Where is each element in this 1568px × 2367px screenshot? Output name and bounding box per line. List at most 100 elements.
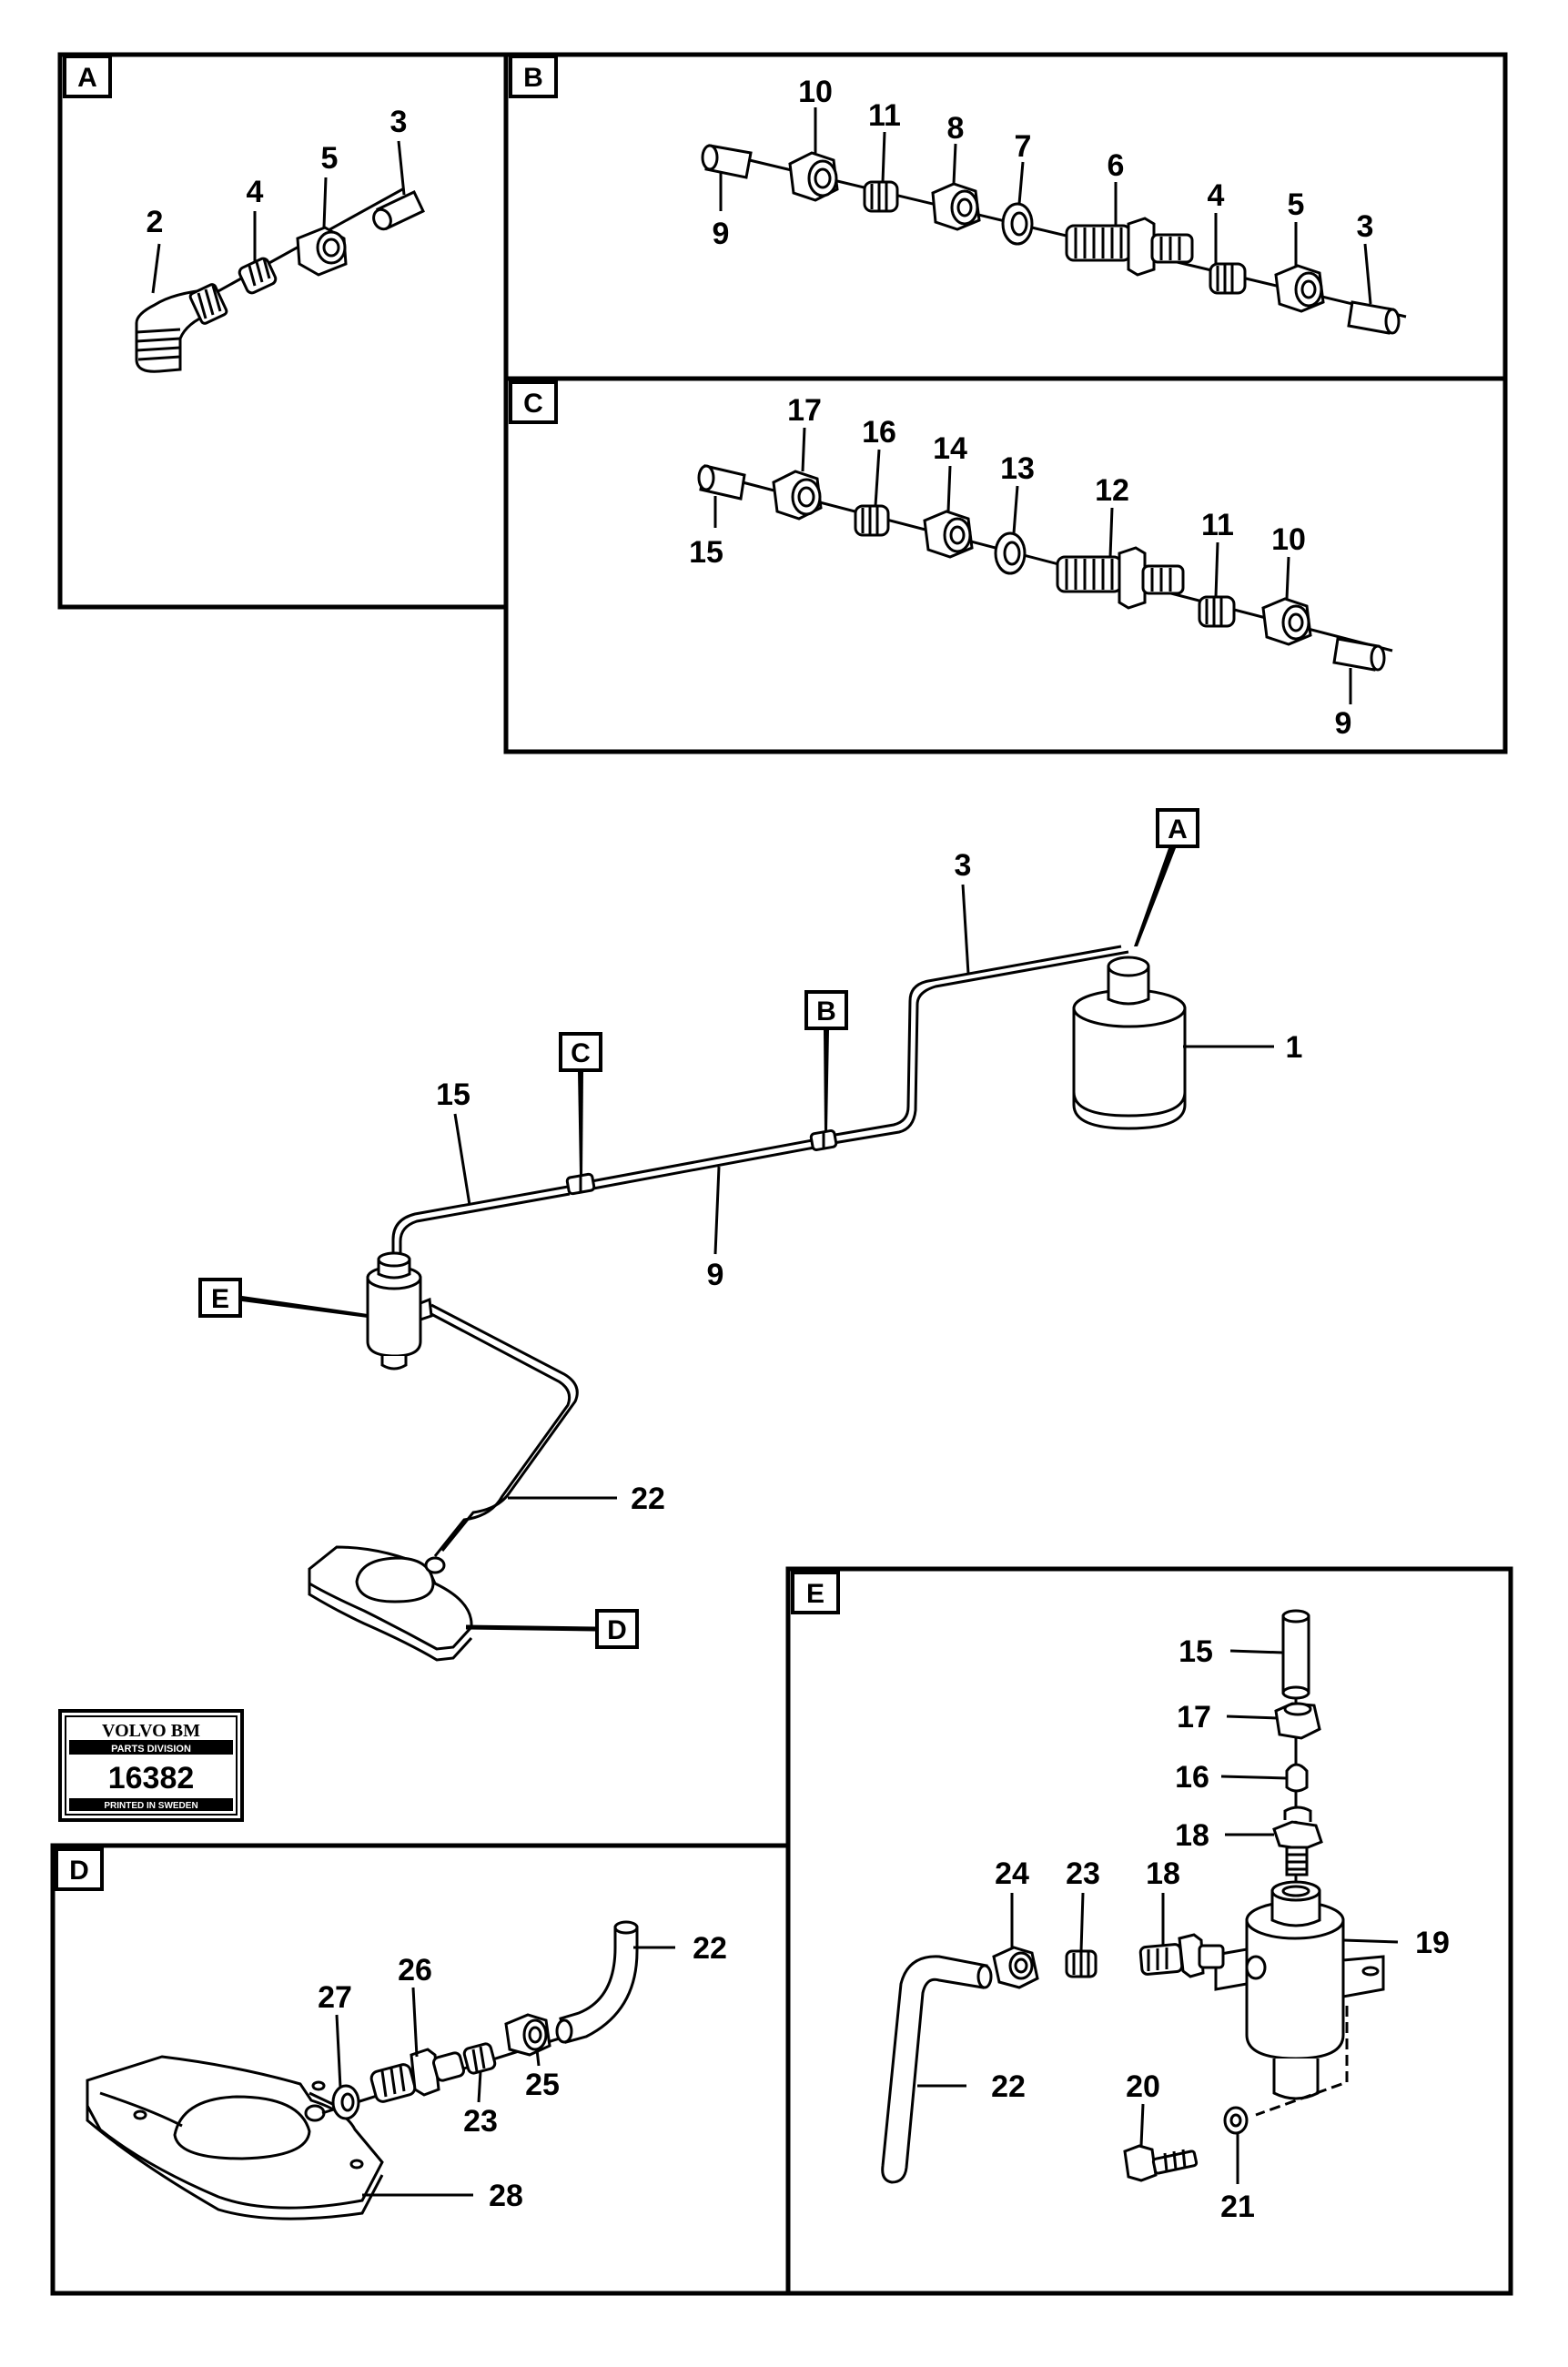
connector-c-joint: [565, 1172, 596, 1196]
label-overview-3: 3: [955, 848, 972, 883]
ferrule-16-e: [1285, 1763, 1309, 1793]
panel-a-frame: [57, 52, 509, 610]
tag-a: A: [1134, 808, 1199, 946]
label-a-3: 3: [390, 105, 408, 139]
pipe-22-e: [881, 1955, 993, 2184]
label-b-8: 8: [947, 111, 965, 146]
label-c-17: 17: [787, 393, 822, 428]
panel-a: A 2 4 5 3: [57, 52, 509, 610]
volvo-bm-stamp: VOLVO BM PARTS DIVISION 16382 PRINTED IN…: [58, 1709, 244, 1822]
panel-a-letter: A: [77, 63, 97, 93]
fluid-reservoir-1: [1072, 956, 1187, 1130]
label-d-26: 26: [398, 1953, 432, 1988]
panel-d-letter-box: [55, 1847, 104, 1891]
union-18-e-side: [1138, 1933, 1225, 1978]
tag-d: D: [465, 1609, 639, 1649]
connector-b-joint: [809, 1129, 838, 1151]
label-overview-22: 22: [631, 1482, 665, 1516]
tag-b: B: [804, 990, 848, 1132]
svg-text:E: E: [211, 1284, 229, 1314]
nut-25: [504, 2013, 551, 2057]
label-overview-1: 1: [1286, 1030, 1303, 1065]
union-6-b: [1065, 217, 1194, 277]
label-e-18-side: 18: [1146, 1856, 1180, 1891]
label-b-6: 6: [1108, 148, 1125, 183]
pipe-3: [829, 945, 1122, 1138]
stamp-division: PARTS DIVISION: [111, 1744, 191, 1755]
pipe-22-d: [555, 1920, 639, 2044]
svg-text:A: A: [1168, 814, 1188, 845]
washer-7-b: [1001, 202, 1034, 246]
panel-e-letter-box: [791, 1571, 840, 1614]
ferrule-4-b: [1209, 262, 1247, 295]
label-e-19: 19: [1415, 1926, 1450, 1960]
label-e-16: 16: [1175, 1760, 1209, 1795]
nut-10-c: [1261, 597, 1312, 646]
label-e-21: 21: [1220, 2190, 1255, 2224]
ferrule-4: [238, 257, 278, 295]
tag-e: E: [198, 1278, 368, 1318]
pipe-9: [591, 1138, 818, 1183]
panel-c-frame: [503, 376, 1508, 754]
panel-e: E: [785, 1566, 1513, 2296]
panel-c: C: [503, 376, 1508, 754]
tube-9-b: [701, 144, 753, 179]
label-overview-9: 9: [707, 1258, 724, 1292]
tube-3: [372, 190, 425, 231]
label-e-22: 22: [991, 2069, 1026, 2104]
nut-10-b: [788, 151, 839, 202]
label-d-25: 25: [525, 2068, 560, 2102]
ferrule-23-e: [1065, 1949, 1098, 1978]
tag-c: C: [559, 1032, 602, 1176]
label-b-5: 5: [1288, 187, 1305, 222]
nut-5-b: [1274, 264, 1325, 313]
label-e-18: 18: [1175, 1818, 1209, 1853]
brake-valve-19: [1214, 1880, 1385, 2117]
label-d-28: 28: [489, 2179, 523, 2213]
ferrule-11-b: [863, 180, 899, 213]
panel-e-frame: [785, 1566, 1513, 2296]
label-e-23: 23: [1066, 1856, 1100, 1891]
label-b-11: 11: [868, 98, 901, 133]
tube-9-c: [1332, 637, 1386, 672]
tube-15-c: [697, 464, 746, 501]
label-c-10: 10: [1271, 522, 1306, 557]
label-c-16: 16: [862, 415, 896, 450]
stamp-number: 16382: [108, 1761, 195, 1795]
union-12-c: [1056, 546, 1185, 610]
washer-13-c: [994, 531, 1027, 575]
label-c-9: 9: [1335, 706, 1352, 741]
tube-15-e: [1281, 1609, 1310, 1700]
system-overview: A B C E D 1 3 9 15: [198, 808, 1303, 1662]
brake-valve-e: [366, 1251, 433, 1371]
nut-14-c: [923, 510, 974, 559]
label-c-12: 12: [1095, 473, 1129, 508]
panel-b-letter: B: [523, 63, 543, 93]
tube-3-b: [1347, 300, 1401, 335]
label-d-22: 22: [693, 1931, 727, 1966]
nut-24: [992, 1946, 1039, 1989]
union-26: [369, 2048, 466, 2103]
panel-e-letter: E: [806, 1579, 824, 1609]
leader-a2: [151, 243, 161, 294]
brake-pedal-d: [308, 1545, 473, 1662]
stamp-brand: VOLVO BM: [102, 1721, 200, 1741]
label-d-27: 27: [318, 1980, 352, 2015]
ferrule-23-d: [462, 2042, 497, 2075]
label-a-2: 2: [147, 205, 164, 239]
label-c-15: 15: [689, 535, 723, 570]
label-e-20: 20: [1126, 2069, 1160, 2104]
brake-pedal-28: [86, 2055, 384, 2220]
washer-21: [1223, 2106, 1249, 2135]
pipe-15: [391, 1185, 569, 1259]
label-a-5: 5: [321, 141, 339, 176]
label-e-17: 17: [1177, 1700, 1211, 1735]
screw-20: [1123, 2144, 1199, 2182]
label-e-15: 15: [1179, 1634, 1213, 1669]
panel-d: D: [50, 1843, 791, 2296]
label-b-4: 4: [1208, 178, 1225, 213]
label-c-14: 14: [933, 431, 967, 466]
nut-5: [296, 226, 348, 277]
label-b-10: 10: [798, 75, 833, 109]
